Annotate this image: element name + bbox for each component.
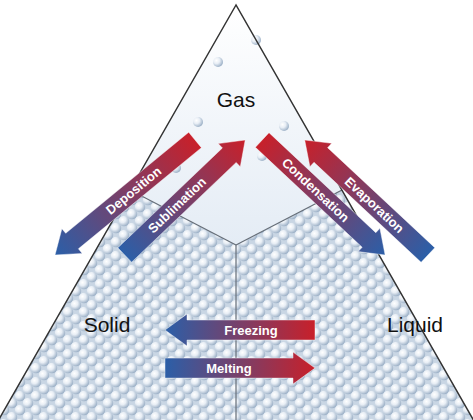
triangle-outline [0, 5, 473, 420]
phase-change-arrow [165, 352, 315, 384]
solid-region-label: Solid [35, 255, 165, 385]
liquid-region-label: Liquid [315, 255, 465, 385]
label-group: Liquid [387, 313, 443, 337]
phase-name: Solid [84, 313, 131, 337]
solid-region [0, 190, 236, 420]
process-label: Freezing [224, 324, 277, 337]
phase-name: Liquid [387, 313, 443, 337]
phase-name: Gas [217, 88, 256, 112]
label-group: Gas [217, 88, 256, 112]
label-group: Solid [84, 313, 131, 337]
process-label: Melting [206, 362, 252, 375]
phase-change-arrow [165, 314, 315, 346]
phase-change-arrow [118, 140, 245, 262]
gas-region-label: Gas [150, 60, 320, 140]
gas-molecule [213, 57, 223, 67]
gas-molecule [193, 117, 203, 127]
gas-molecule [279, 121, 289, 131]
